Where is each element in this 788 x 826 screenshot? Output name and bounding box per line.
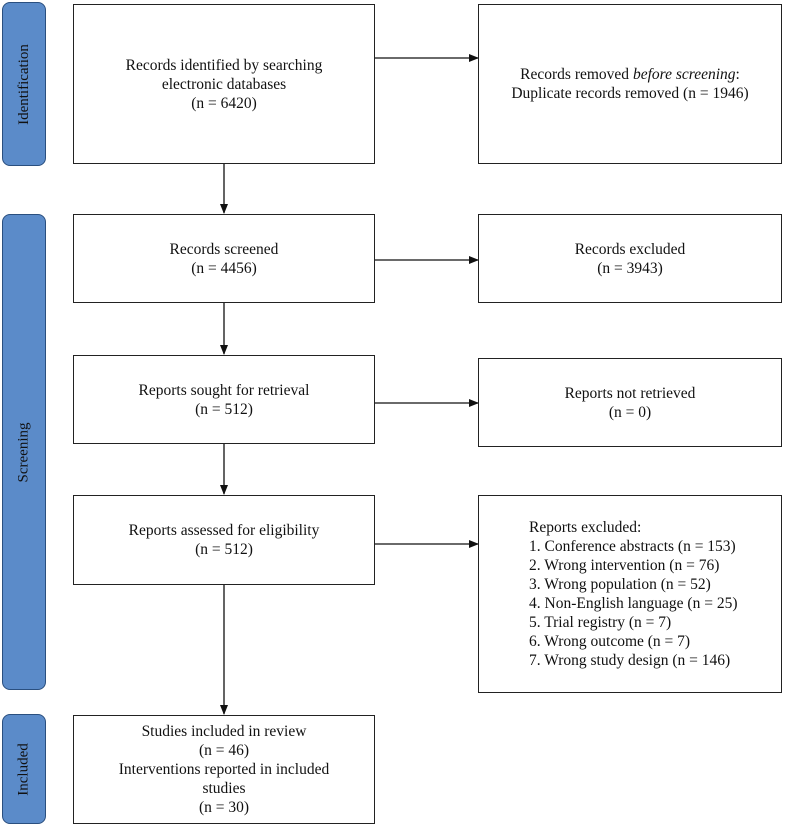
records-excluded-count: (n = 3943) [597, 259, 663, 277]
phase-screening: Screening [2, 214, 46, 690]
records-identified-box: Records identified by searching electron… [73, 4, 375, 164]
phase-included: Included [2, 714, 46, 824]
reports-excluded-item: 5. Trial registry (n = 7) [529, 614, 672, 631]
reports-assessed-count: (n = 512) [195, 541, 253, 558]
reports-excluded-item: 1. Conference abstracts (n = 153) [529, 538, 736, 555]
reports-sought-count: (n = 512) [195, 400, 253, 418]
studies-included-line5: (n = 30) [198, 799, 250, 816]
studies-included-line1: Studies included in review [141, 723, 307, 740]
reports-excluded-box: Reports excluded: 1. Conference abstract… [478, 495, 782, 693]
studies-included-line2: (n = 46) [198, 742, 250, 759]
records-removed-italic: before screening [632, 66, 736, 83]
reports-not-retrieved-label: Reports not retrieved [564, 384, 696, 402]
reports-excluded-item: 7. Wrong study design (n = 146) [529, 652, 731, 669]
reports-excluded-item: 4. Non-English language (n = 25) [529, 595, 738, 612]
reports-assessed-box: Reports assessed for eligibility (n = 51… [73, 495, 375, 585]
reports-assessed-label: Reports assessed for eligibility [128, 522, 320, 539]
records-removed-line2: Duplicate records removed (n = 1946) [511, 85, 749, 102]
records-excluded-label: Records excluded [574, 240, 686, 258]
records-removed-box: Records removed before screening: Duplic… [478, 4, 782, 164]
reports-sought-box: Reports sought for retrieval (n = 512) [73, 355, 375, 444]
records-removed-suffix: : [735, 66, 740, 83]
reports-not-retrieved-count: (n = 0) [608, 403, 652, 421]
records-identified-line1: Records identified by searching [125, 56, 323, 74]
studies-included-box: Studies included in review (n = 46) Inte… [73, 715, 375, 824]
phase-identification: Identification [2, 2, 46, 166]
records-identified-count: (n = 6420) [191, 94, 257, 112]
records-screened-label: Records screened [169, 240, 279, 258]
reports-not-retrieved-box: Reports not retrieved (n = 0) [478, 358, 782, 447]
reports-sought-label: Reports sought for retrieval [138, 381, 310, 399]
records-screened-box: Records screened (n = 4456) [73, 214, 375, 303]
studies-included-line3: Interventions reported in included [118, 761, 330, 778]
reports-excluded-title: Reports excluded: [529, 519, 642, 536]
records-identified-line2: electronic databases [161, 75, 287, 93]
reports-excluded-item: 3. Wrong population (n = 52) [529, 576, 711, 593]
studies-included-line4: studies [202, 780, 246, 797]
reports-excluded-item: 2. Wrong intervention (n = 76) [529, 557, 720, 574]
reports-excluded-item: 6. Wrong outcome (n = 7) [529, 633, 691, 650]
records-removed-prefix: Records removed [520, 66, 633, 83]
records-screened-count: (n = 4456) [191, 259, 257, 277]
records-removed-line1: Records removed before screening: [520, 65, 740, 84]
records-excluded-box: Records excluded (n = 3943) [478, 214, 782, 303]
